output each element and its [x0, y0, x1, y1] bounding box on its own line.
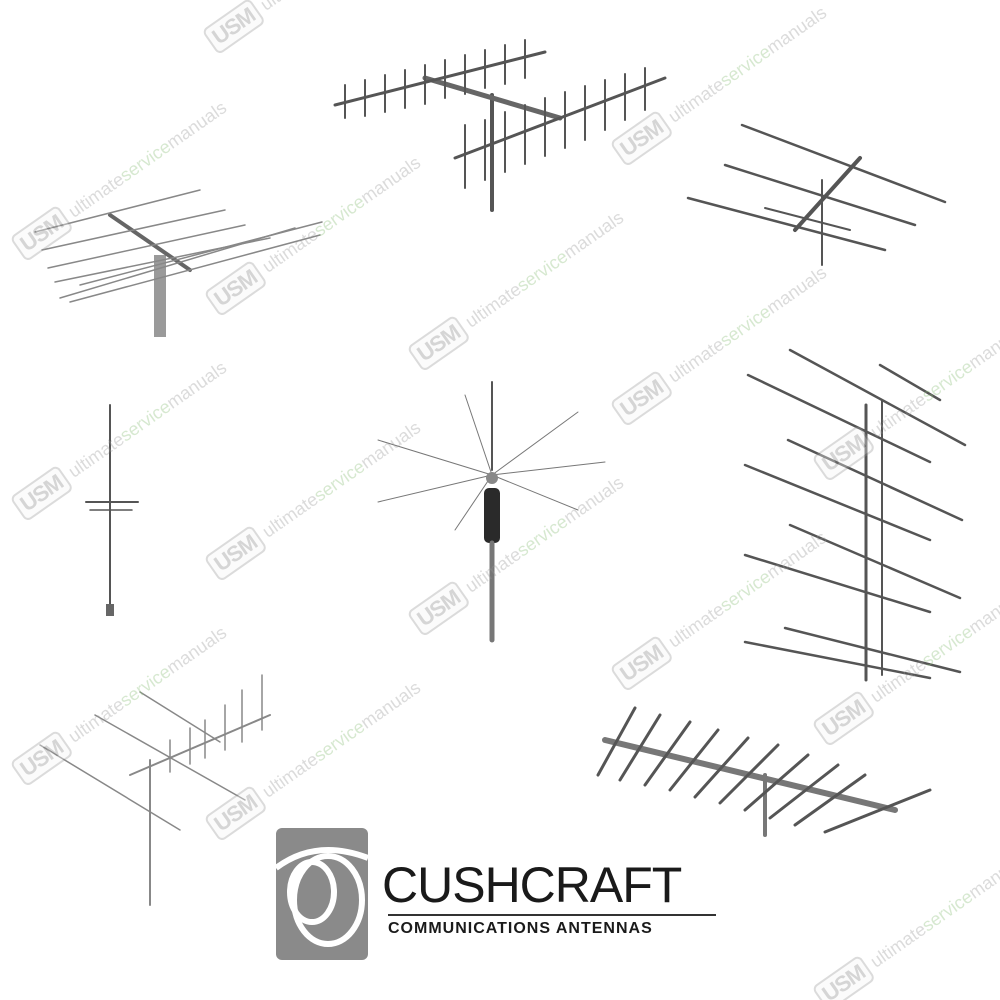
- log-periodic-on-tower: [34, 189, 323, 337]
- cross-yagi-mast: [39, 674, 271, 906]
- discone-scanner: [377, 381, 606, 643]
- brand-name: CUSHCRAFT: [382, 857, 682, 913]
- brand-tagline: COMMUNICATIONS ANTENNAS: [388, 920, 653, 937]
- cushcraft-logo-icon: [276, 828, 368, 960]
- crossed-dipole-beam: [686, 123, 947, 266]
- stacked-yagi-h-frame: [333, 39, 667, 212]
- swirl-logo-icon: [276, 847, 368, 947]
- long-boom-yagi: [596, 706, 932, 837]
- vertical-groundplane: [85, 404, 139, 616]
- stacked-multi-yagi-array: [743, 348, 967, 682]
- brand-divider: [388, 914, 716, 916]
